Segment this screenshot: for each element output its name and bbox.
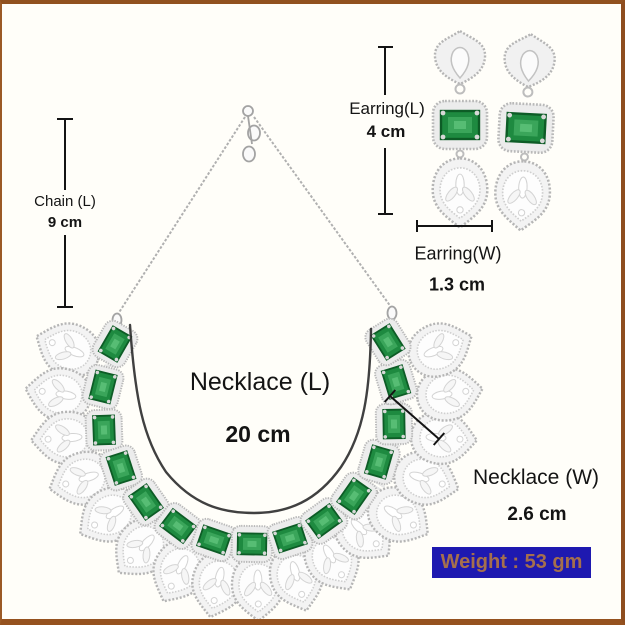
- weight-badge-text: Weight : 53 gm: [440, 551, 583, 573]
- earring-width-dimension-line: [416, 220, 493, 232]
- necklace-chain: [117, 116, 392, 315]
- weight-badge: Weight : 53 gm: [432, 547, 591, 578]
- earring-length-label: Earring(L): [349, 99, 425, 119]
- jewelry-illustration: [20, 4, 625, 619]
- earring-left: [433, 31, 488, 228]
- necklace-length-label: Necklace (L): [189, 367, 331, 396]
- chain-length-label: Chain (L): [34, 193, 96, 211]
- earring-width-value: 1.3 cm: [428, 274, 486, 295]
- earring-width-label: Earring(W): [414, 243, 502, 264]
- necklace-leaves: [20, 310, 488, 619]
- necklace-clasp: [111, 105, 398, 328]
- necklace-length-arc: [128, 323, 373, 515]
- chain-length-dimension-line: [57, 118, 73, 308]
- earring-length-dimension-line: [378, 46, 393, 215]
- necklace-width-value: 2.6 cm: [507, 504, 567, 526]
- necklace-width-label: Necklace (W): [472, 465, 600, 489]
- earring-right: [493, 33, 558, 232]
- chain-length-value: 9 cm: [47, 214, 83, 232]
- necklace-width-dimension-line: [383, 389, 446, 446]
- earring-length-value: 4 cm: [366, 122, 406, 142]
- earring-pair: [433, 31, 558, 232]
- necklace-length-value: 20 cm: [225, 420, 291, 447]
- necklace: [20, 105, 488, 619]
